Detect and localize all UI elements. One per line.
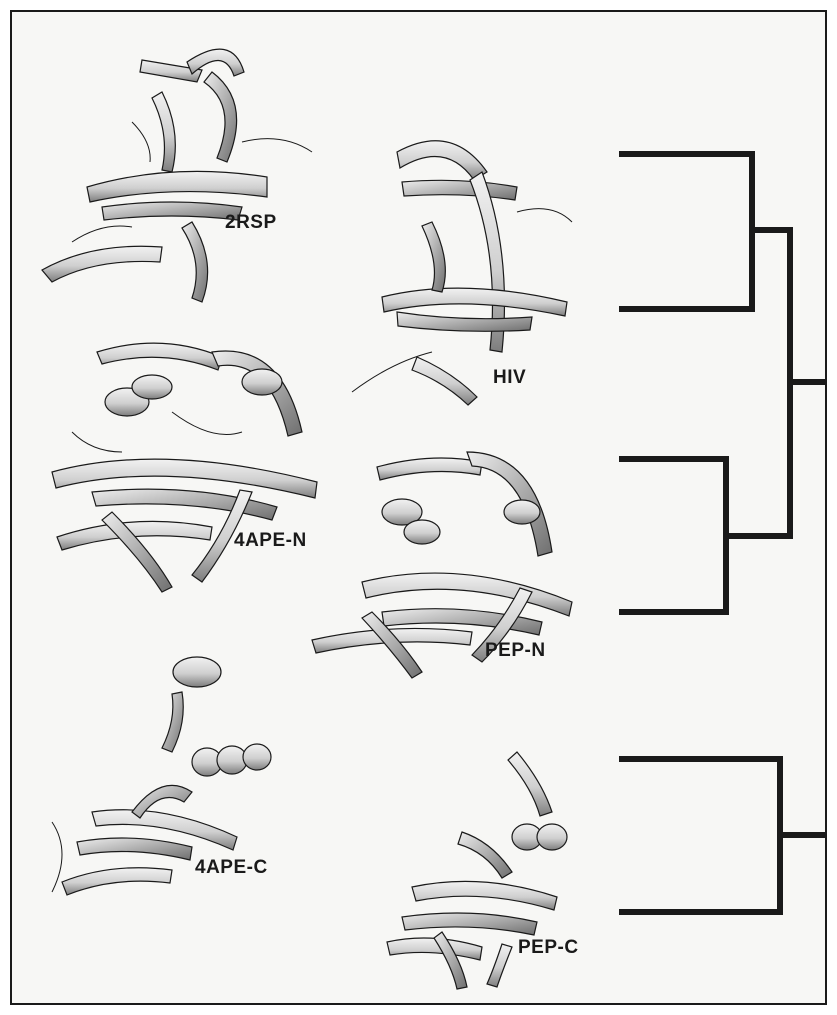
label-pep-c: PEP-C: [518, 937, 579, 959]
label-pep-n: PEP-N: [485, 640, 546, 662]
label-4ape-n: 4APE-N: [234, 530, 307, 552]
figure-frame: 2RSP HIV 4APE-N PEP-N 4APE-C PEP-C: [10, 10, 827, 1005]
figure-canvas: [12, 12, 827, 1005]
label-4ape-c: 4APE-C: [195, 857, 268, 879]
label-2rsp: 2RSP: [225, 212, 277, 234]
label-hiv: HIV: [493, 367, 526, 389]
